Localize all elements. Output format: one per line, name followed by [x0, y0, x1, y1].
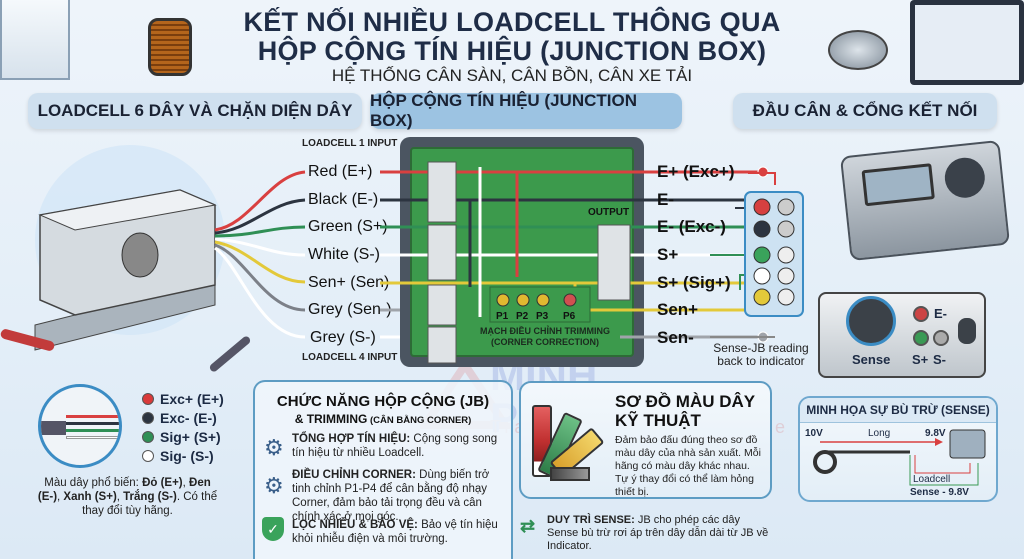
indicator-terminal-block [710, 172, 804, 338]
legend-item-exc-plus: Exc+ (E+) [142, 390, 224, 409]
sense-sense-value: Sense - 9.8V [910, 487, 969, 498]
function-item-filter: LỌC NHIỄU & BẢO VỆ: Bảo vệ tín hiệu khỏi… [292, 519, 498, 545]
loadcell-illustration [34, 145, 306, 351]
port-e-minus-icon [913, 306, 929, 322]
function-item-sum: TỔNG HỢP TÍN HIỆU: Cộng song song tín hi… [292, 433, 498, 459]
wire-label-red: Red (E+) [308, 163, 373, 180]
power-connector-icon [958, 318, 976, 344]
legend-item-sig-minus: Sig- (S-) [142, 447, 224, 466]
wire-label-green: Green (S+) [308, 218, 388, 235]
weighing-indicator [839, 139, 1011, 262]
green-dot-icon [142, 431, 154, 443]
wire-color-legend: Exc+ (E+) Exc- (E-) Sig+ (S+) Sig- (S-) [142, 390, 224, 466]
port-sense-label: Sense [852, 352, 891, 367]
section-header-junction-box: HỘP CỘNG TÍN HIỆU (JUNCTION BOX) [370, 91, 682, 130]
output-label-e-minus-exc: E- (Exc-) [657, 217, 726, 236]
sense-demo-panel: MINH HỌA SỰ BÙ TRỪ (SENSE) [798, 396, 998, 502]
wire-color-description: Màu dây phổ biến: Đỏ (E+), Đen (E-), Xan… [37, 477, 218, 517]
shield-check-icon: ✓ [262, 517, 284, 541]
pot-p2[interactable]: P2 [516, 311, 529, 322]
trimming-label: MẠCH ĐIỀU CHỈNH TRIMMING(CORNER CORRECTI… [480, 326, 610, 347]
wire-label-grey-s-minus: Grey (S-) [310, 329, 376, 346]
jb-functions-subtitle: & TRIMMING (CÂN BẰNG CORNER) [294, 412, 472, 426]
color-swatch-fan-icon [532, 405, 605, 481]
section-header-indicator: ĐẦU CÂN & CỔNG KẾT NỐI [733, 93, 997, 129]
port-s-plus-label: S+ [912, 352, 929, 367]
color-chart-text: Đảm bảo đấu đúng theo sơ đồ màu dây của … [615, 434, 761, 498]
scale-icon [0, 0, 70, 80]
port-s-plus-icon [913, 330, 929, 346]
gear-icon: ⚙ [264, 435, 284, 460]
output-label-e-minus: E- [657, 190, 674, 209]
sense-arrows-icon: ⇄ [520, 516, 536, 536]
indicator-keypad[interactable] [942, 155, 987, 200]
output-label-e-plus: E+ (Exc+) [657, 162, 735, 181]
black-dot-icon [142, 412, 154, 424]
output-label: OUTPUT [588, 207, 630, 218]
wire-spool-icon [148, 18, 192, 76]
page-title: KẾT NỐI NHIỀU LOADCELL THÔNG QUA [243, 7, 781, 37]
indicator-display [861, 163, 935, 207]
cable-closeup-icon [38, 384, 122, 468]
white-dot-icon [142, 450, 154, 462]
loadcell-1-input-label: LOADCELL 1 INPUT [302, 138, 398, 149]
section-header-loadcell: LOADCELL 6 DÂY VÀ CHẶN DIỆN DÂY [28, 93, 362, 129]
legend-item-sig-plus: Sig+ (S+) [142, 428, 224, 447]
output-label-sen-minus: Sen- [657, 328, 694, 347]
port-s-minus-icon [933, 330, 949, 346]
red-dot-icon [142, 393, 154, 405]
laptop-icon [910, 0, 1024, 85]
output-label-s-plus: S+ [657, 245, 679, 264]
loadcell-4-input-label: LOADCELL 4 INPUT [302, 352, 398, 363]
junction-box-wiring [380, 161, 769, 364]
wire-label-sen-plus: Sen+ (Sen) [308, 274, 390, 291]
wire-label-white: White (S-) [308, 246, 380, 263]
sense-v-end: 9.8V [925, 428, 946, 439]
port-e-minus-label: E- [934, 306, 947, 321]
terminal-blocks [427, 161, 631, 364]
sense-v-start: 10V [805, 428, 823, 439]
jb-functions-panel [253, 380, 513, 559]
output-label-sen-plus: Sen+ [657, 300, 699, 319]
sense-long: Long [868, 428, 891, 439]
sense-demo-diagram [813, 429, 986, 486]
function-item-corner: ĐIỀU CHỈNH CORNER: Dùng biến trở tinh ch… [292, 469, 490, 523]
page-title-line2: HỘP CỘNG TÍN HIỆU (JUNCTION BOX) [257, 36, 767, 66]
sense-connector-icon [846, 296, 896, 346]
pot-p6[interactable]: P6 [563, 311, 576, 322]
legend-item-exc-minus: Exc- (E-) [142, 409, 224, 428]
pot-p1[interactable]: P1 [496, 311, 509, 322]
wire-label-black: Black (E-) [308, 191, 379, 208]
sense-loadcell: Loadcell [913, 474, 951, 485]
gear-slash-icon: ⚙ [264, 473, 284, 498]
sense-demo-title: MINH HỌA SỰ BÙ TRỪ (SENSE) [800, 398, 996, 423]
page-subtitle: HỆ THỐNG CÂN SÀN, CÂN BỒN, CÂN XE TẢI [331, 66, 693, 85]
port-s-minus-label: S- [933, 352, 946, 367]
sense-note: Sense-JB reading back to indicator [713, 341, 809, 368]
pot-p3[interactable]: P3 [536, 311, 549, 322]
scale-platform-icon [828, 30, 888, 70]
wire-label-grey-sen-minus: Grey (Sen-) [308, 301, 392, 318]
sense-keep-text: DUY TRÌ SENSE: JB cho phép các dây Sense… [547, 514, 769, 552]
output-label-s-plus-sig: S+ (Sig+) [657, 273, 731, 292]
jb-functions-title: CHỨC NĂNG HỘP CỘNG (JB) [276, 393, 490, 410]
